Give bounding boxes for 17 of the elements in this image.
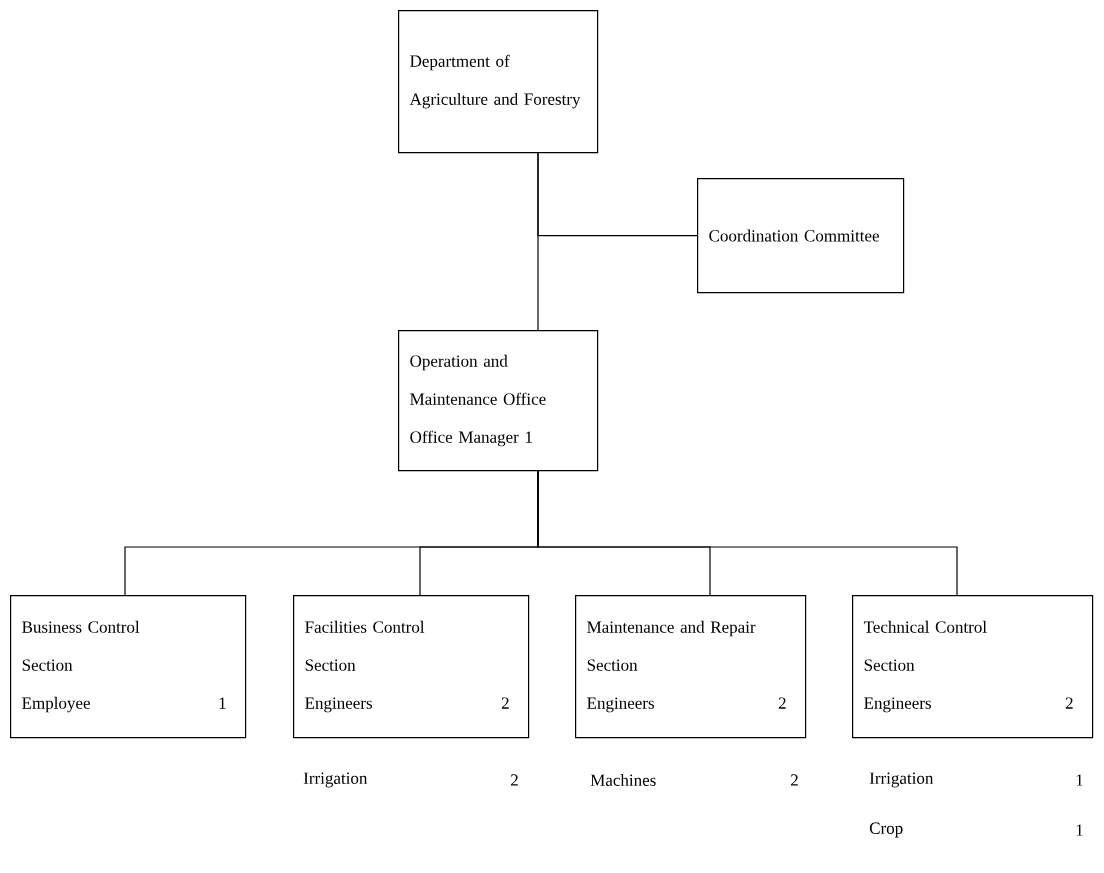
org-box: Maintenance and Repair Section Engineers 2 xyxy=(575,595,807,739)
staff-label: 1 xyxy=(1076,774,1083,786)
org-box: Department of Agriculture and Forestry xyxy=(398,10,599,154)
connector-line xyxy=(537,152,698,237)
org-box: Technical Control Section Engineers 2 xyxy=(852,595,1094,739)
staff-label: Machines xyxy=(590,774,656,786)
org-box: Facilities Control Section Engineers 2 xyxy=(293,595,530,739)
staff-label: Irrigation xyxy=(869,772,934,788)
staff-label: 2 xyxy=(790,774,798,786)
connector-line xyxy=(537,470,958,596)
org-box: Coordination Committee xyxy=(697,178,905,294)
staff-label: Irrigation xyxy=(303,772,368,788)
org-box: Business Control Section Employee 1 xyxy=(10,595,247,739)
staff-label: 1 xyxy=(1076,824,1083,836)
staff-label: 2 xyxy=(510,774,518,786)
org-box: Operation and Maintenance Office Office Manager 1 xyxy=(398,330,599,472)
staff-label: Crop xyxy=(869,822,903,838)
